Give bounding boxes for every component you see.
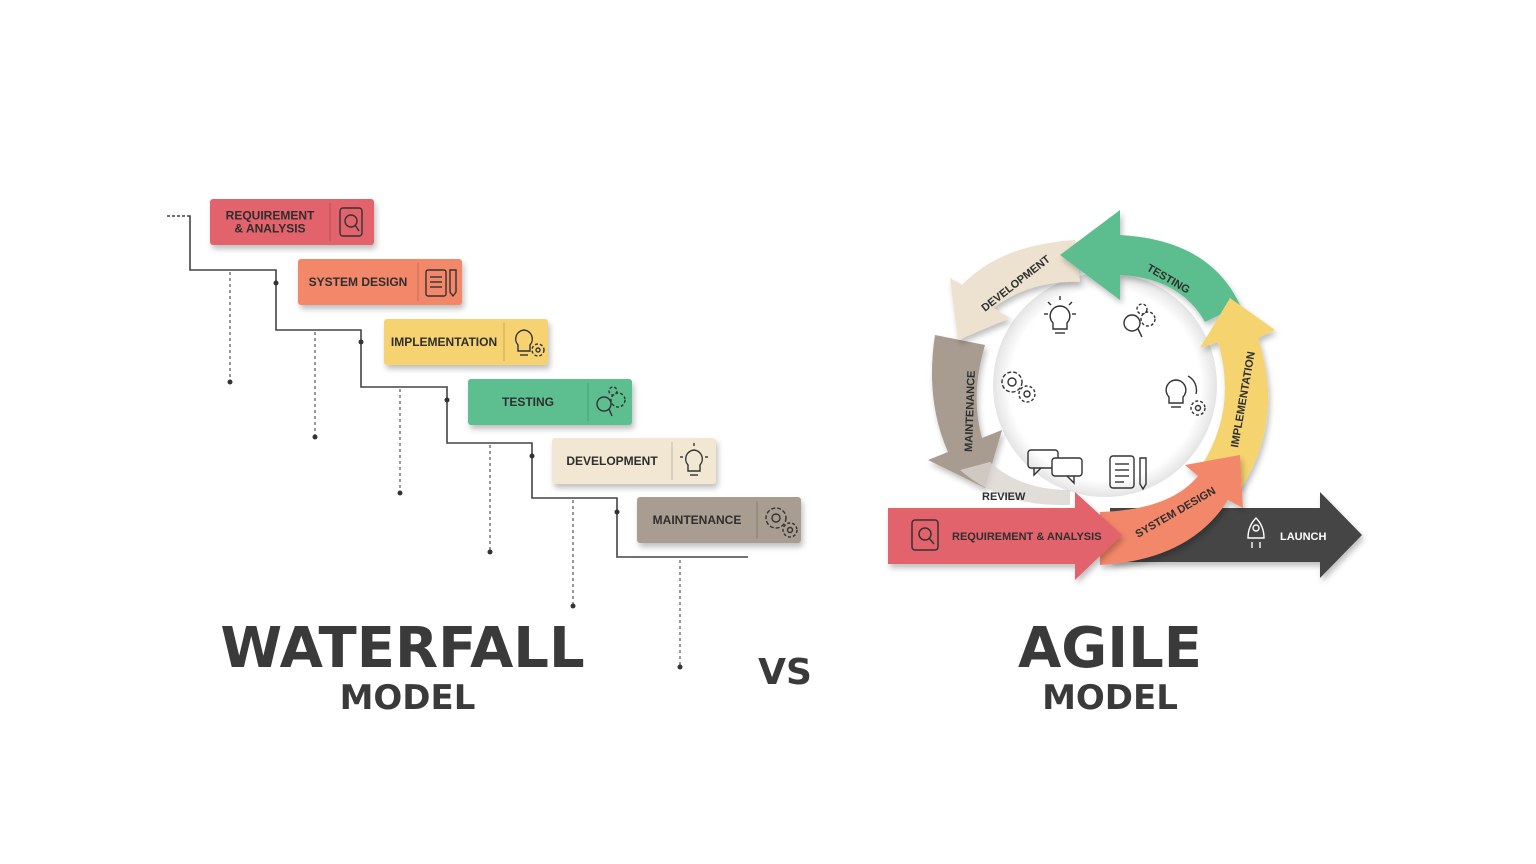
- waterfall-step-label: TESTING: [502, 395, 554, 409]
- magnifier-gears-icon: [1123, 303, 1156, 338]
- review-band: [960, 462, 1070, 505]
- waterfall-step-label: & ANALYSIS: [234, 222, 305, 236]
- waterfall-step-label: REQUIREMENT: [226, 209, 315, 223]
- agile-cycle-center: [993, 273, 1217, 497]
- document-pencil-icon: [1109, 455, 1147, 491]
- waterfall-step-box: [384, 319, 548, 365]
- waterfall-step-label: MAINTENANCE: [653, 513, 742, 527]
- waterfall-step-box: [552, 438, 716, 484]
- gears-icon: [765, 507, 798, 538]
- lightbulb-icon: [680, 443, 708, 476]
- waterfall-step-box: [210, 199, 374, 245]
- waterfall-diagram: REQUIREMENT& ANALYSIS SYSTEM DESIGN IMPLEM…: [165, 199, 801, 670]
- agile-title: AGILE: [1017, 616, 1203, 681]
- requirement-analysis-label: REQUIREMENT & ANALYSIS: [952, 531, 1102, 543]
- launch-label: LAUNCH: [1280, 531, 1326, 543]
- magnifier-document-icon: [911, 519, 939, 551]
- development-arrow: [950, 240, 1080, 340]
- waterfall-step-label: DEVELOPMENT: [566, 454, 658, 468]
- waterfall-step-5: DEVELOPMENT: [552, 438, 716, 484]
- agile-diagram: TESTING DEVELOPMENT MAINTENANCE IMPLEMEN…: [888, 210, 1362, 580]
- gears-icon: [1001, 371, 1036, 403]
- implementation-arrow: [1200, 298, 1275, 490]
- waterfall-step-4: TESTING: [468, 379, 632, 425]
- requirement-analysis-arrow: [888, 492, 1122, 580]
- magnifier-gears-icon: [596, 386, 626, 417]
- agile-subtitle: MODEL: [1042, 678, 1178, 718]
- testing-arrow: [1060, 210, 1240, 322]
- waterfall-drop-lines: [227, 272, 683, 670]
- waterfall-step-3: IMPLEMENTATION: [384, 319, 548, 365]
- waterfall-step-1: REQUIREMENT& ANALYSIS: [210, 199, 374, 245]
- waterfall-title: WATERFALL: [220, 616, 585, 681]
- waterfall-step-box: [637, 497, 801, 543]
- waterfall-step-box: [298, 259, 462, 305]
- waterfall-step-label: IMPLEMENTATION: [391, 335, 497, 349]
- lightbulb-icon: [1044, 296, 1076, 334]
- maintenance-arrow: [928, 335, 1002, 488]
- waterfall-step-6: MAINTENANCE: [637, 497, 801, 543]
- waterfall-step-label: SYSTEM DESIGN: [309, 275, 408, 289]
- vs-label: VS: [758, 652, 812, 693]
- maintenance-label: MAINTENANCE: [963, 370, 978, 452]
- system-design-arrow: [1100, 455, 1243, 565]
- waterfall-step-box: [468, 379, 632, 425]
- waterfall-step-2: SYSTEM DESIGN: [298, 259, 462, 305]
- magnifier-document-icon: [339, 207, 363, 237]
- document-pencil-icon: [425, 269, 457, 298]
- waterfall-staircase-line: [165, 215, 748, 558]
- lightbulb-gear-icon: [514, 329, 545, 357]
- review-label: REVIEW: [982, 491, 1026, 503]
- waterfall-subtitle: MODEL: [339, 678, 476, 718]
- lightbulb-gear-icon: [1165, 375, 1206, 416]
- rocket-icon: [1247, 517, 1265, 548]
- chat-bubbles-icon: [1027, 449, 1083, 485]
